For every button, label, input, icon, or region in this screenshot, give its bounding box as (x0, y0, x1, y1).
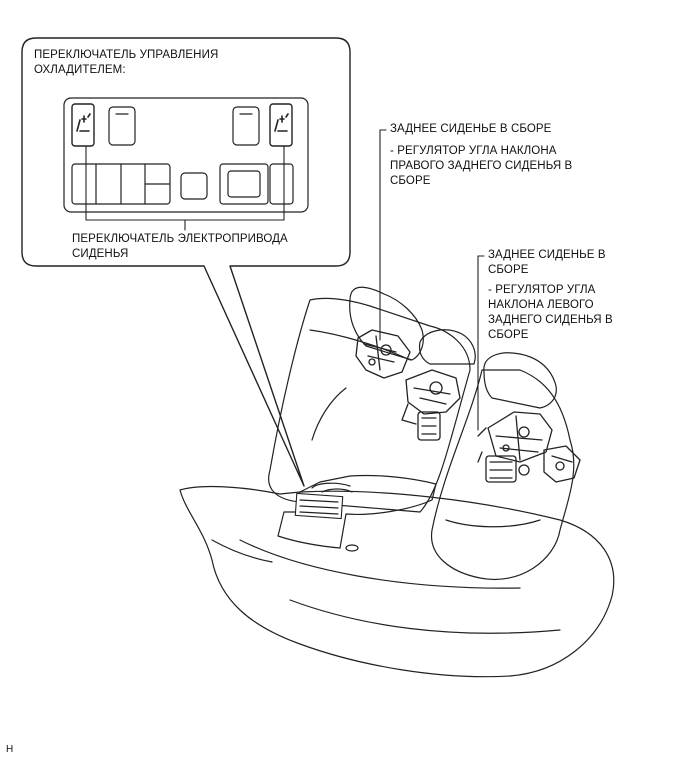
cooler-switch-panel (63, 97, 309, 213)
right-seat-label-line3: ПРАВОГО ЗАДНЕГО СИДЕНЬЯ В (390, 160, 573, 172)
seat-switch-leader (85, 145, 285, 231)
left-seat-label-line5: ЗАДНЕГО СИДЕНЬЯ В (488, 314, 613, 326)
right-seat-label-line1: ЗАДНЕЕ СИДЕНЬЕ В СБОРЕ (390, 123, 552, 135)
callout-bubble (21, 37, 351, 487)
seat-switch-label-line1: ПЕРЕКЛЮЧАТЕЛЬ ЭЛЕКТРОПРИВОДА (72, 233, 288, 245)
seat-switch-label-line2: СИДЕНЬЯ (72, 248, 129, 260)
seat-icon-right (274, 113, 289, 132)
cooler-switch-title-line2: ОХЛАДИТЕЛЕМ: (34, 64, 126, 76)
seat-switch-right (269, 103, 293, 147)
left-seat-label-line4: НАКЛОНА ЛЕВОГО (488, 299, 594, 311)
left-recliner-adjuster (477, 411, 581, 483)
right-seat-label-line4: СБОРЕ (390, 175, 431, 187)
left-seat-label-line6: СБОРЕ (488, 329, 529, 341)
cooler-switch-title-line1: ПЕРЕКЛЮЧАТЕЛЬ УПРАВЛЕНИЯ (34, 49, 219, 61)
left-seat-label-line1: ЗАДНЕЕ СИДЕНЬЕ В (488, 249, 606, 261)
center-headrest (418, 329, 476, 365)
left-seat-back (430, 352, 575, 580)
left-seat-label-line2: СБОРЕ (488, 264, 529, 276)
right-seat-label-line2: - РЕГУЛЯТОР УГЛА НАКЛОНА (390, 145, 557, 157)
left-seat-label-line3: - РЕГУЛЯТОР УГЛА (488, 284, 596, 296)
corner-tag: H (6, 744, 14, 755)
seat-icon-left (76, 113, 91, 132)
left-seat-leader (477, 255, 485, 431)
right-recliner-adjuster (355, 329, 461, 441)
seat-cushion (179, 485, 615, 678)
right-seat-leader (379, 129, 387, 341)
seat-switch-left (71, 103, 95, 147)
right-seat-back (268, 286, 471, 513)
armrest (277, 474, 437, 552)
